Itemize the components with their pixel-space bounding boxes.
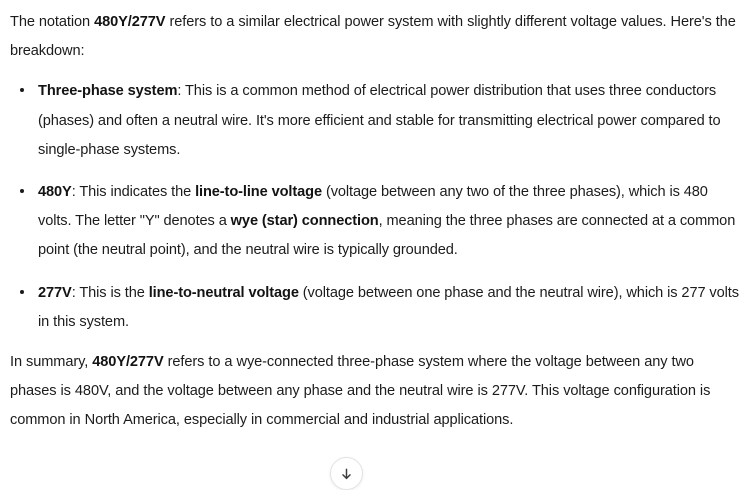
bullet-text: Three-phase system: This is a common met…: [38, 83, 721, 158]
bullet-three-phase-system: Three-phase system: This is a common met…: [10, 77, 740, 165]
intro-paragraph: The notation 480Y/277V refers to a simil…: [10, 14, 736, 60]
bullet-text: 480Y: This indicates the line-to-line vo…: [38, 184, 736, 259]
scroll-to-bottom-button[interactable]: [330, 457, 363, 490]
arrow-down-icon: [340, 468, 353, 481]
explanation-bullet-list: Three-phase system: This is a common met…: [10, 77, 740, 337]
bullet-480y: 480Y: This indicates the line-to-line vo…: [10, 178, 740, 266]
bullet-text: 277V: This is the line-to-neutral voltag…: [38, 284, 739, 330]
bullet-277v: 277V: This is the line-to-neutral voltag…: [10, 279, 740, 337]
bullet-marker-icon: [20, 289, 24, 294]
bullet-marker-icon: [20, 88, 24, 93]
assistant-response-body: The notation 480Y/277V refers to a simil…: [10, 14, 740, 429]
summary-paragraph: In summary, 480Y/277V refers to a wye-co…: [10, 354, 711, 429]
bullet-marker-icon: [20, 189, 24, 194]
